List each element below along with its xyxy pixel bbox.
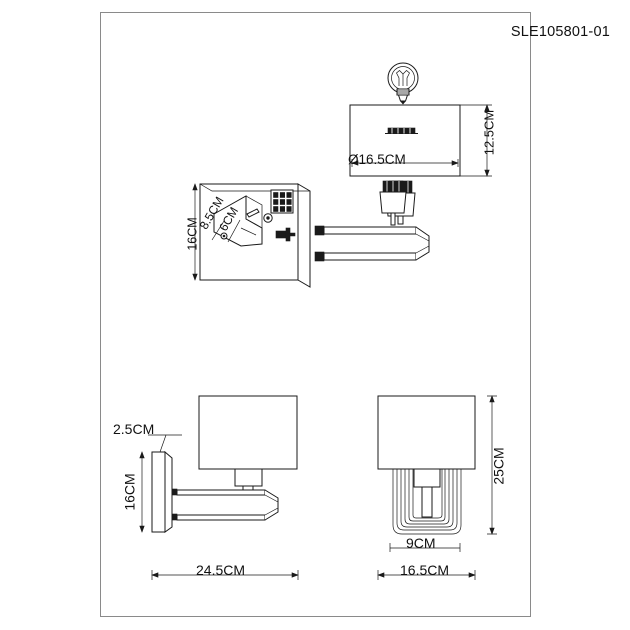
front-shade-neck [413,468,441,488]
base-width-label: 9CM [406,535,436,551]
side-wall-plate [151,451,166,533]
projection-label: 24.5CM [196,562,246,578]
total-height-dimension [487,395,497,535]
assembly-socket [379,180,407,226]
side-wall-plate-edge [164,450,173,533]
side-shade-neck [234,468,263,487]
shade-diameter-dimension [351,159,459,167]
backplate-side [297,183,311,288]
front-base-frames [392,469,462,535]
front-stem [421,486,433,518]
backplate-height-dimension [192,183,198,281]
shade-body [349,104,461,177]
arm-tube-part [314,225,430,262]
shade-fitter-hardware [385,127,418,134]
shade-detail-view [349,62,492,225]
shade-diameter-label: Ø16.5CM [348,152,406,167]
total-height-label: 25CM [490,447,507,485]
shade-height-label: 12.5CM [481,109,497,156]
side-arm [171,488,279,521]
bulb-thread-icon [397,90,409,94]
shade-width-dimension [377,570,476,580]
shade-height-dimension [460,104,492,177]
bulb-base-icon [397,94,409,102]
sheet-border [100,12,531,617]
mounting-assembly-view [192,180,430,288]
product-code-label: SLE105801-01 [510,24,610,40]
plate-height-label: 16CM [121,473,138,511]
bulb-tip-icon [399,100,407,105]
bracket-dimension-leaders [211,219,241,243]
connector-screw [275,227,296,242]
front-shade [377,395,476,470]
side-elevation-view [139,395,299,580]
shade-width-label: 16.5CM [400,562,450,578]
plate-thickness-label: 2.5CM [113,421,155,437]
screw-pack [270,189,294,214]
plate-height-dimension [139,451,145,533]
front-elevation-view [377,395,497,580]
bulb-neck-icon [396,88,410,96]
base-width-dimension [389,543,461,552]
side-shade [198,395,298,470]
plate-thickness-dimension [148,434,182,453]
projection-dimension [151,570,299,580]
wall-bracket-part [213,195,273,247]
